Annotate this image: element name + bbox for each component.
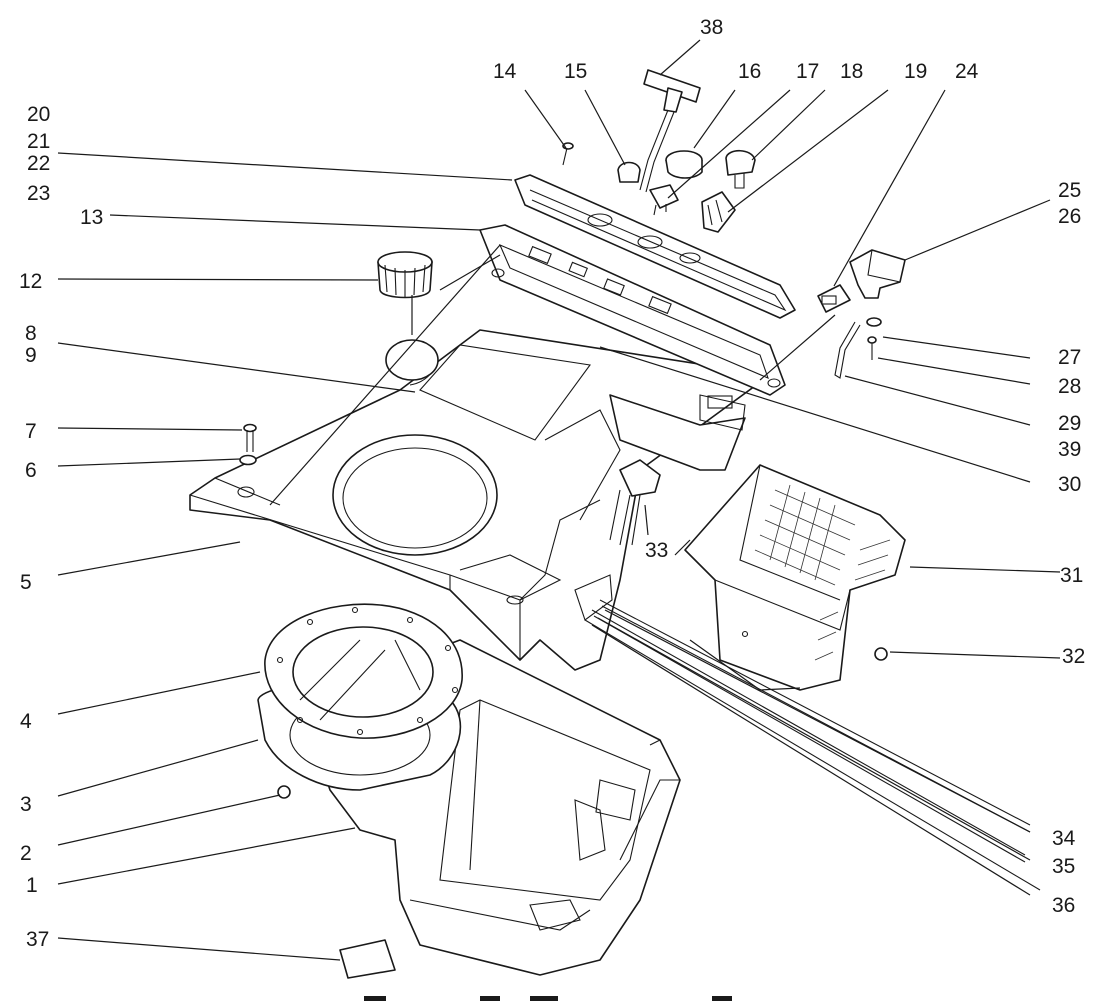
label-35: 35: [1052, 855, 1075, 878]
label-30: 30: [1058, 473, 1081, 496]
rod-29-part: [834, 321, 861, 379]
washer-6-part: [239, 454, 257, 466]
label-32: 32: [1062, 645, 1085, 668]
knob-part: [665, 150, 703, 179]
mount-bracket-part: [609, 394, 746, 471]
label-19: 19: [904, 60, 927, 83]
bolt-7-part: [243, 423, 257, 452]
light-socket-part: [701, 191, 736, 233]
label-37: 37: [26, 928, 49, 951]
label-2: 2: [20, 842, 32, 865]
label-36: 36: [1052, 894, 1075, 917]
label-7: 7: [25, 420, 37, 443]
label-12: 12: [19, 270, 42, 293]
connector-part: [609, 459, 661, 546]
label-33: 33: [645, 539, 668, 562]
label-38: 38: [700, 16, 723, 39]
label-3: 3: [20, 793, 32, 816]
label-14: 14: [493, 60, 517, 83]
label-17: 17: [796, 60, 819, 83]
label-28: 28: [1058, 375, 1081, 398]
label-13: 13: [80, 206, 103, 229]
grommet-part: [617, 161, 641, 183]
cover-nut-part: [874, 647, 888, 661]
flange-ring-part: [264, 603, 463, 739]
label-29: 29: [1058, 412, 1081, 435]
label-4: 4: [20, 710, 32, 733]
label-8: 8: [25, 322, 37, 345]
label-25: 25: [1058, 179, 1081, 202]
label-22: 22: [27, 152, 50, 175]
fuel-opening-part: [385, 339, 439, 381]
label-27: 27: [1058, 346, 1081, 369]
washer-27-part: [866, 317, 882, 327]
label-26: 26: [1058, 205, 1081, 228]
nut-part: [277, 785, 291, 799]
label-18: 18: [840, 60, 863, 83]
switch-part: [649, 184, 679, 216]
key-part: [639, 69, 701, 193]
label-5: 5: [20, 571, 32, 594]
small-plate-part: [339, 939, 396, 979]
leader-lines: [57, 39, 1061, 961]
label-9: 9: [25, 344, 37, 367]
label-34: 34: [1052, 827, 1076, 850]
label-39: 39: [1058, 438, 1081, 461]
control-console-part: [514, 174, 796, 319]
part-labels: 1 2 3 4 5 6 7 8 9 12 13 14 15 16 17 18 1…: [19, 16, 1085, 951]
label-6: 6: [25, 459, 37, 482]
bottom-edge-marks: [364, 996, 732, 1001]
label-23: 23: [27, 182, 50, 205]
label-1: 1: [26, 874, 38, 897]
label-24: 24: [955, 60, 979, 83]
label-31: 31: [1060, 564, 1083, 587]
engine-cover-part: [684, 464, 906, 691]
rods-part: [584, 599, 1041, 891]
fuel-cap-part: [377, 251, 433, 299]
label-20: 20: [27, 103, 50, 126]
dash-panel-part: [479, 224, 786, 396]
main-frame-part: [189, 329, 771, 671]
label-21: 21: [27, 130, 50, 153]
plug-part: [725, 149, 756, 189]
label-15: 15: [564, 60, 587, 83]
handle-grip-part: [849, 249, 906, 299]
toggle-switch-part: [817, 284, 851, 313]
bolt-28-part: [867, 336, 877, 360]
label-16: 16: [738, 60, 761, 83]
